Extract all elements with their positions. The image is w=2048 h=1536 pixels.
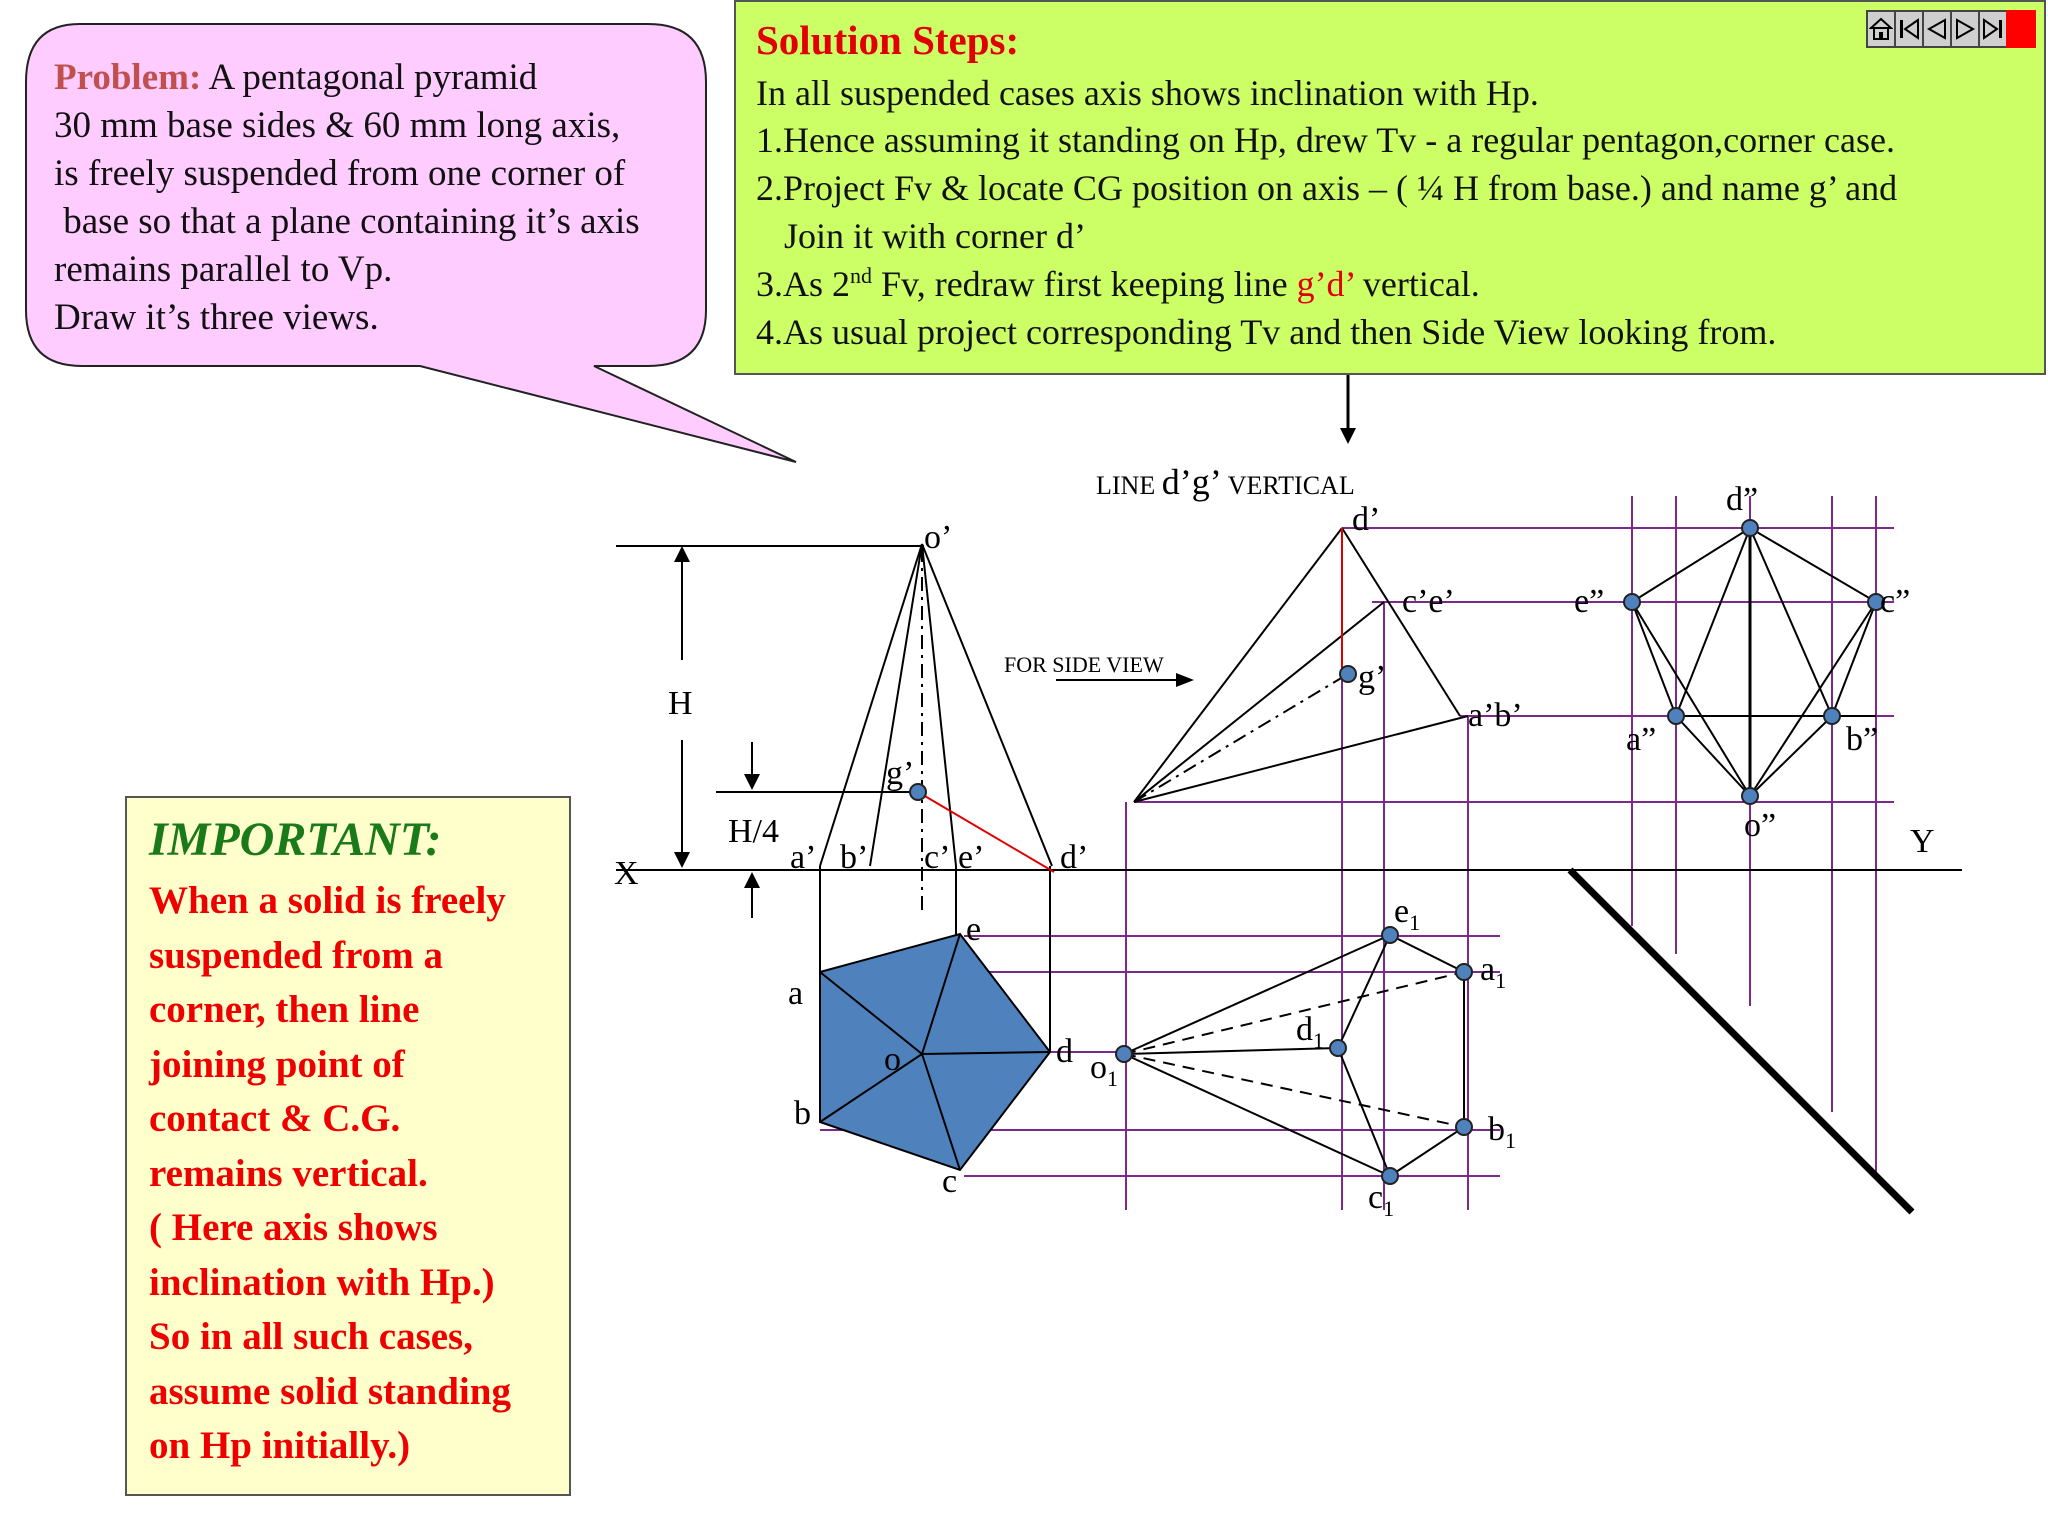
label-X: X: [614, 855, 639, 892]
last-slide-icon[interactable]: [1978, 10, 2008, 48]
label-fv2-ab: a’b’: [1468, 697, 1523, 734]
label-sv-b: b”: [1846, 721, 1878, 758]
first-slide-icon[interactable]: [1894, 10, 1924, 48]
solution-title: Solution Steps:: [756, 17, 1020, 63]
label-tv1-c: c: [942, 1163, 957, 1200]
problem-text: Problem: A pentagonal pyramid 30 mm base…: [54, 54, 694, 342]
label-sv-o: o”: [1744, 807, 1776, 844]
projection-points: [909, 519, 1885, 1185]
solution-step-4: 4.As usual project corresponding Tv and …: [756, 312, 1777, 352]
label-fv2-d: d’: [1352, 501, 1380, 538]
height-dimension: [674, 546, 760, 918]
solution-steps-box: Solution Steps: In all suspended cases a…: [734, 0, 2046, 375]
label-tv1-d: d: [1056, 1033, 1073, 1070]
side-view-pentagon: [1630, 526, 1878, 798]
solution-step-1: 1.Hence assuming it standing on Hp, drew…: [756, 120, 1895, 160]
important-note-box: IMPORTANT: When a solid is freely suspen…: [125, 796, 571, 1496]
label-tv1-b: b: [794, 1095, 811, 1132]
end-show-icon[interactable]: [2006, 10, 2036, 48]
side-view-arrow-head: [1176, 673, 1194, 687]
problem-line: remains parallel to Vp.: [54, 249, 393, 290]
slide-navigation: [1866, 10, 2036, 48]
label-H: H: [668, 685, 693, 722]
label-tv2-a: a1: [1480, 951, 1506, 993]
label-sv-e: e”: [1574, 583, 1604, 620]
label-fv1-a: a’: [790, 839, 816, 876]
home-icon[interactable]: [1866, 10, 1896, 48]
label-fv2-g: g’: [1358, 659, 1386, 696]
label-sv-a: a”: [1626, 721, 1656, 758]
label-tv2-b: b1: [1488, 1111, 1516, 1153]
solution-arrow-head: [1340, 428, 1356, 444]
top-view-pentagon: [819, 932, 1052, 1172]
next-slide-icon[interactable]: [1950, 10, 1980, 48]
label-tv1-a: a: [788, 975, 803, 1012]
label-fv1-o: o’: [924, 519, 952, 556]
problem-lead: Problem:: [54, 57, 202, 98]
label-line-dg-vertical: LINE d’g’ VERTICAL: [1096, 462, 1355, 502]
label-fv1-d: d’: [1060, 839, 1088, 876]
miter-line: [1567, 867, 1915, 1215]
label-fv1-c: c’: [924, 839, 950, 876]
label-sv-c: c”: [1880, 583, 1910, 620]
top-view-tilted: [1123, 934, 1465, 1178]
label-fv1-b: b’: [840, 839, 868, 876]
solution-step-3: 3.As 2nd Fv, redraw first keeping line g…: [756, 263, 1480, 304]
label-tv2-o: o1: [1090, 1049, 1118, 1091]
label-Y: Y: [1910, 823, 1935, 860]
label-tv2-d: d1: [1296, 1011, 1324, 1053]
label-fv1-e: e’: [958, 839, 984, 876]
problem-line: 30 mm base sides & 60 mm long axis,: [54, 105, 621, 146]
important-body: When a solid is freely suspended from a …: [149, 879, 511, 1467]
label-fv2-ce: c’e’: [1402, 583, 1455, 620]
problem-line: is freely suspended from one corner of: [54, 153, 626, 194]
front-view-tilted: [1133, 527, 1469, 803]
problem-line: Draw it’s three views.: [54, 297, 379, 338]
problem-line: base so that a plane containing it’s axi…: [54, 201, 640, 242]
label-for-side-view: FOR SIDE VIEW: [1004, 652, 1164, 677]
problem-line: A pentagonal pyramid: [208, 57, 538, 98]
solution-step-2: 2.Project Fv & locate CG position on axi…: [756, 168, 1898, 208]
solution-step-2-cont: Join it with corner d’: [784, 216, 1086, 256]
label-tv2-c: c1: [1368, 1179, 1394, 1221]
previous-slide-icon[interactable]: [1922, 10, 1952, 48]
label-tv2-e: e1: [1394, 893, 1420, 935]
label-H4: H/4: [728, 813, 779, 850]
label-tv1-e: e: [966, 911, 981, 948]
solution-line: In all suspended cases axis shows inclin…: [756, 73, 1539, 113]
label-sv-d: d”: [1726, 481, 1758, 518]
problem-bubble: [25, 23, 797, 463]
label-fv1-g: g’: [886, 755, 914, 792]
gd-red-line: [917, 791, 1055, 873]
label-tv1-o: o: [884, 1041, 901, 1078]
important-title: IMPORTANT:: [149, 813, 442, 866]
front-view-initial: [616, 543, 1053, 1052]
